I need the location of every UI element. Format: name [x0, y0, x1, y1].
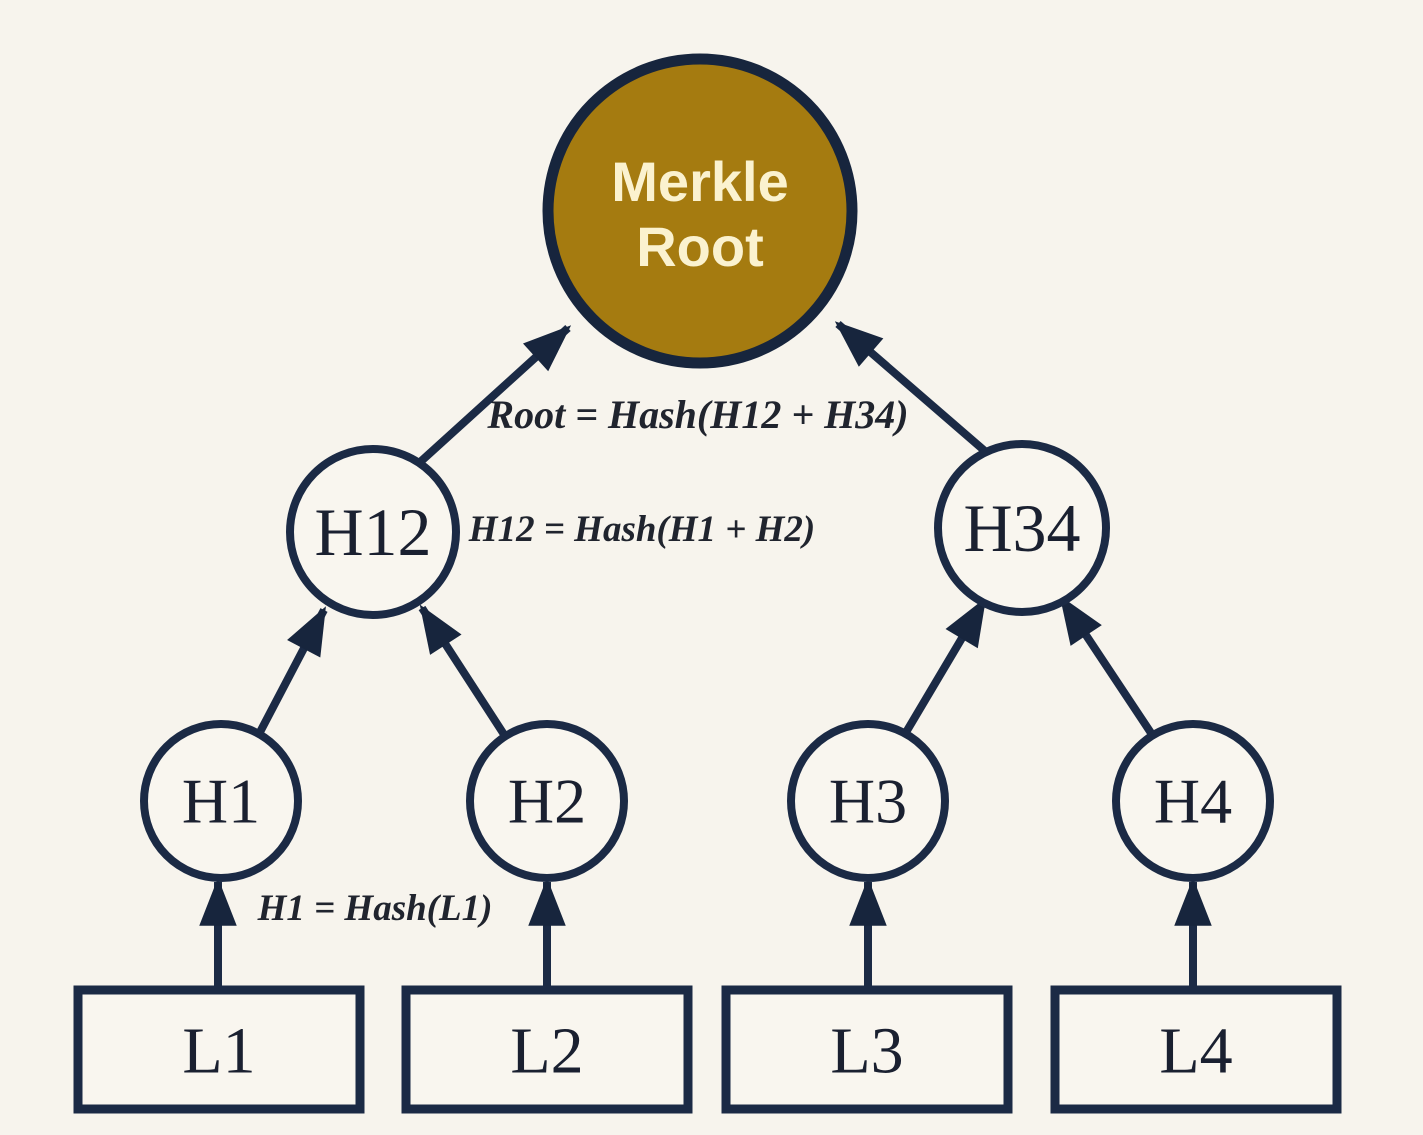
leaf-box-l2 [401, 985, 693, 1114]
annotation-h12-formula: H12 = Hash(H1 + H2) [468, 509, 815, 550]
node-circle-h1 [140, 720, 302, 882]
arrow-h12-to-root [415, 325, 572, 467]
leaf-label-l2: L2 [510, 1015, 583, 1088]
leaf-box-l1 [73, 985, 365, 1114]
leaf-box-l3 [721, 985, 1013, 1114]
leaf-label-l4: L4 [1159, 1015, 1232, 1088]
node-label-h12: H12 [314, 494, 431, 570]
node-label-h34: H34 [963, 490, 1080, 566]
node-label-h1: H1 [182, 766, 260, 837]
merkle-root-node [542, 53, 858, 369]
leaf-label-l3: L3 [830, 1015, 903, 1088]
node-label-h2: H2 [508, 766, 586, 837]
leaf-box-l4 [1050, 985, 1342, 1114]
arrow-h4-to-h34 [1058, 595, 1157, 739]
node-label-h4: H4 [1154, 766, 1232, 837]
leaf-label-l1: L1 [182, 1015, 255, 1088]
node-circle-h2 [466, 720, 628, 882]
node-circle-h3 [787, 720, 949, 882]
annotation-h1-formula: H1 = Hash(L1) [257, 888, 493, 929]
merkle-root-label-line1: Merkle [611, 150, 788, 213]
node-circle-h4 [1112, 720, 1274, 882]
arrow-h3-to-h34 [901, 597, 988, 737]
merkle-root-label-line2: Root [636, 215, 764, 278]
annotation-root-formula: Root = Hash(H12 + H34) [486, 392, 908, 437]
arrow-h34-to-root [834, 320, 989, 456]
node-label-h3: H3 [829, 766, 907, 837]
node-circle-h12 [286, 445, 460, 619]
arrow-h2-to-h12 [418, 604, 509, 739]
arrow-h1-to-h12 [255, 606, 328, 736]
node-circle-h34 [934, 440, 1110, 616]
